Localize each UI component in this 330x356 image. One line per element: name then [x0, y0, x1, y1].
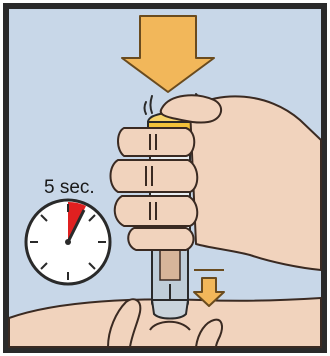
stopwatch-icon [26, 200, 110, 284]
timer-label: 5 sec. [44, 177, 95, 198]
pen-tip [152, 300, 188, 319]
